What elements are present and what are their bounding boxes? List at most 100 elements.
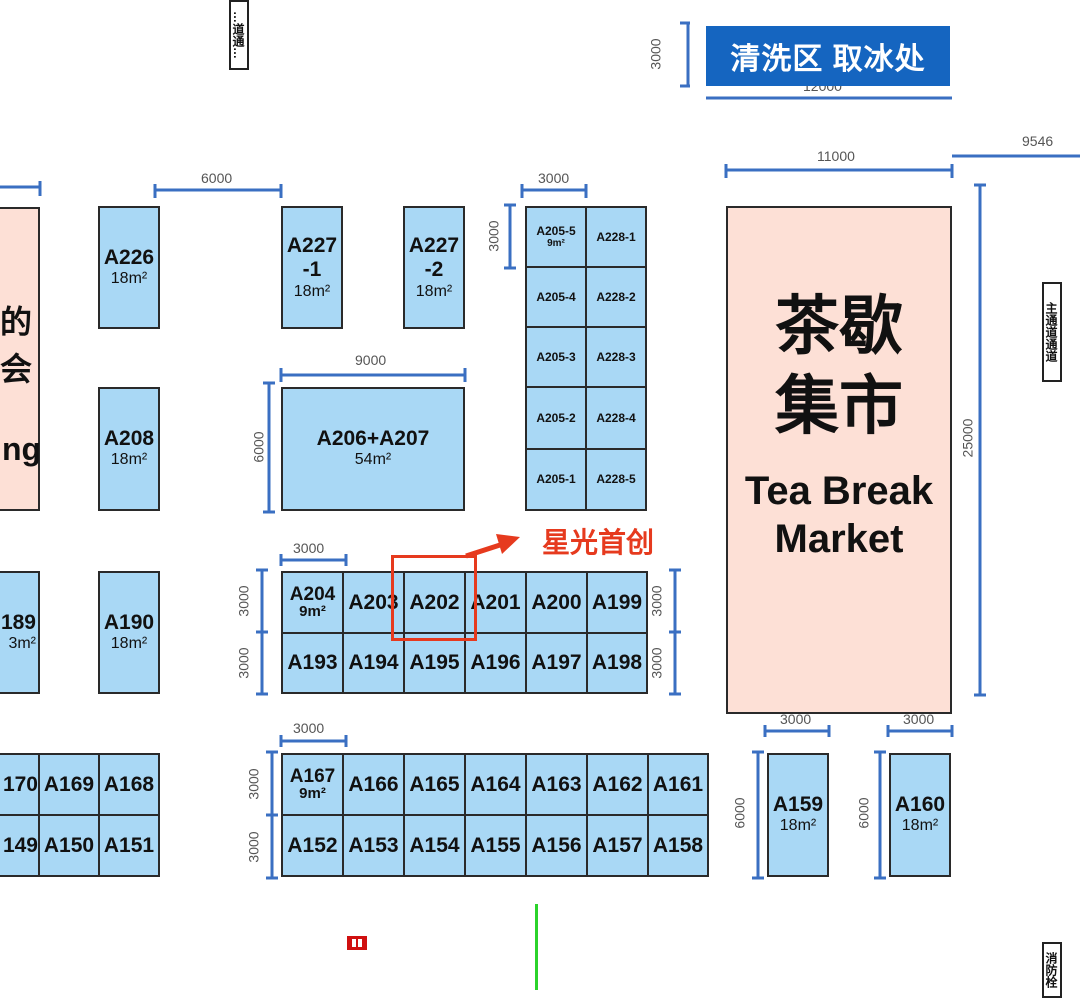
booth-a205-1[interactable]: A205-1 <box>525 448 587 511</box>
tea-break-market-zone: 茶歇 集市 Tea Break Market <box>726 206 952 714</box>
fire-hydrant-icon <box>347 936 367 950</box>
dim-9546: 9546 <box>1022 133 1054 149</box>
booth-a163[interactable]: A163 <box>525 753 588 816</box>
booth-area: 9m² <box>299 603 326 620</box>
booth-a152[interactable]: A152 <box>281 814 344 877</box>
booth-a155[interactable]: A155 <box>464 814 527 877</box>
booth-area: 18m² <box>293 282 331 300</box>
booth-a170[interactable]: 170 <box>0 753 40 816</box>
dim-3000-col: 3000 <box>538 170 570 186</box>
dim-3000-mid-v2: 3000 <box>235 647 252 679</box>
booth-a157[interactable]: A157 <box>586 814 649 877</box>
booth-a190[interactable]: A190 18m² <box>98 571 160 694</box>
booth-a204[interactable]: A204 9m² <box>281 571 344 634</box>
booth-a156[interactable]: A156 <box>525 814 588 877</box>
dim-6000-a160: 6000 <box>855 797 872 829</box>
dim-3000-mid-r2: 3000 <box>648 647 665 679</box>
booth-a197[interactable]: A197 <box>525 632 588 694</box>
booth-a165[interactable]: A165 <box>403 753 466 816</box>
booth-a168[interactable]: A168 <box>98 753 160 816</box>
booth-a205-5[interactable]: A205-5 9m² <box>525 206 587 268</box>
booth-a203[interactable]: A203 <box>342 571 405 634</box>
booth-a205-2[interactable]: A205-2 <box>525 386 587 450</box>
green-guide-line <box>535 904 538 990</box>
booth-a194[interactable]: A194 <box>342 632 405 694</box>
booth-a160[interactable]: A160 18m² <box>889 753 951 877</box>
dim-3000-bot-top: 3000 <box>293 720 325 736</box>
passage-label-right: 主通道通道 <box>1042 282 1062 382</box>
booth-a151[interactable]: A151 <box>98 814 160 877</box>
dim-ice-height: 3000 <box>647 38 664 70</box>
dim-3000-mid-v1: 3000 <box>235 585 252 617</box>
booth-a208[interactable]: A208 18m² <box>98 387 160 511</box>
booth-area: 18m² <box>110 269 148 287</box>
booth-a169[interactable]: A169 <box>38 753 100 816</box>
booth-area: 18m² <box>779 817 817 834</box>
booth-code: A150 <box>43 833 95 857</box>
booth-a196[interactable]: A196 <box>464 632 527 694</box>
booth-code: A205-2 <box>536 410 576 425</box>
booth-code: A154 <box>409 833 460 857</box>
booth-a167[interactable]: A167 9m² <box>281 753 344 816</box>
booth-area: 9m² <box>547 238 565 249</box>
booth-a228-5[interactable]: A228-5 <box>585 448 647 511</box>
dim-3000-mid-r1: 3000 <box>648 585 665 617</box>
booth-a166[interactable]: A166 <box>342 753 405 816</box>
booth-code: A155 <box>470 833 521 857</box>
dim-9000: 9000 <box>355 352 387 368</box>
booth-a228-4[interactable]: A228-4 <box>585 386 647 450</box>
booth-code: A190 <box>103 610 155 634</box>
booth-a227-2[interactable]: A227 -2 18m² <box>403 206 465 329</box>
passage-label-bottom-right: 消防栓 <box>1042 942 1062 998</box>
booth-code: 149 <box>2 833 38 857</box>
booth-code: A151 <box>103 833 155 857</box>
booth-a150[interactable]: A150 <box>38 814 100 877</box>
booth-a154[interactable]: A154 <box>403 814 466 877</box>
passage-label-top: …道通… <box>229 0 249 70</box>
booth-code: A202 <box>409 590 460 614</box>
dim-3000-a160: 3000 <box>903 711 935 727</box>
left-partial-text-1: 的 <box>0 304 33 340</box>
booth-area: 18m² <box>110 451 148 468</box>
booth-code: A197 <box>531 651 582 674</box>
booth-area: 18m² <box>110 634 148 652</box>
booth-a193[interactable]: A193 <box>281 632 344 694</box>
booth-code: A153 <box>348 833 399 857</box>
dim-tea-height: 25000 <box>959 418 976 458</box>
booth-area: 18m² <box>901 817 939 834</box>
tea-market-cn-line2: 集市 <box>775 370 903 442</box>
booth-a228-3[interactable]: A228-3 <box>585 326 647 388</box>
booth-a161[interactable]: A161 <box>647 753 709 816</box>
booth-a228-1[interactable]: A228-1 <box>585 206 647 268</box>
highlight-label: 星光首创 <box>542 527 655 558</box>
booth-a199[interactable]: A199 <box>586 571 648 634</box>
booth-code: A162 <box>592 772 643 796</box>
booth-a200[interactable]: A200 <box>525 571 588 634</box>
booth-code: A205-5 <box>536 224 576 238</box>
booth-a189[interactable]: 189 3m² <box>0 571 40 694</box>
booth-a226[interactable]: A226 18m² <box>98 206 160 329</box>
booth-area: 18m² <box>415 282 453 300</box>
booth-a205-3[interactable]: A205-3 <box>525 326 587 388</box>
dim-3000-mid-top: 3000 <box>293 540 325 556</box>
booth-a162[interactable]: A162 <box>586 753 649 816</box>
booth-a158[interactable]: A158 <box>647 814 709 877</box>
booth-a205-4[interactable]: A205-4 <box>525 266 587 328</box>
booth-code: A160 <box>894 793 946 816</box>
booth-code: A206+A207 <box>316 427 430 450</box>
booth-code: A201 <box>470 590 521 614</box>
booth-a164[interactable]: A164 <box>464 753 527 816</box>
booth-a195[interactable]: A195 <box>403 632 466 694</box>
booth-a227-1[interactable]: A227 -1 18m² <box>281 206 343 329</box>
booth-a228-2[interactable]: A228-2 <box>585 266 647 328</box>
booth-a149[interactable]: 149 <box>0 814 40 877</box>
booth-a159[interactable]: A159 18m² <box>767 753 829 877</box>
dim-3000-bot-v2: 3000 <box>245 831 262 863</box>
booth-code: A193 <box>287 651 338 674</box>
booth-a153[interactable]: A153 <box>342 814 405 877</box>
booth-code: A228-5 <box>596 472 636 486</box>
booth-a206-a207[interactable]: A206+A207 54m² <box>281 387 465 511</box>
booth-a198[interactable]: A198 <box>586 632 648 694</box>
highlight-box-a202 <box>391 555 477 641</box>
